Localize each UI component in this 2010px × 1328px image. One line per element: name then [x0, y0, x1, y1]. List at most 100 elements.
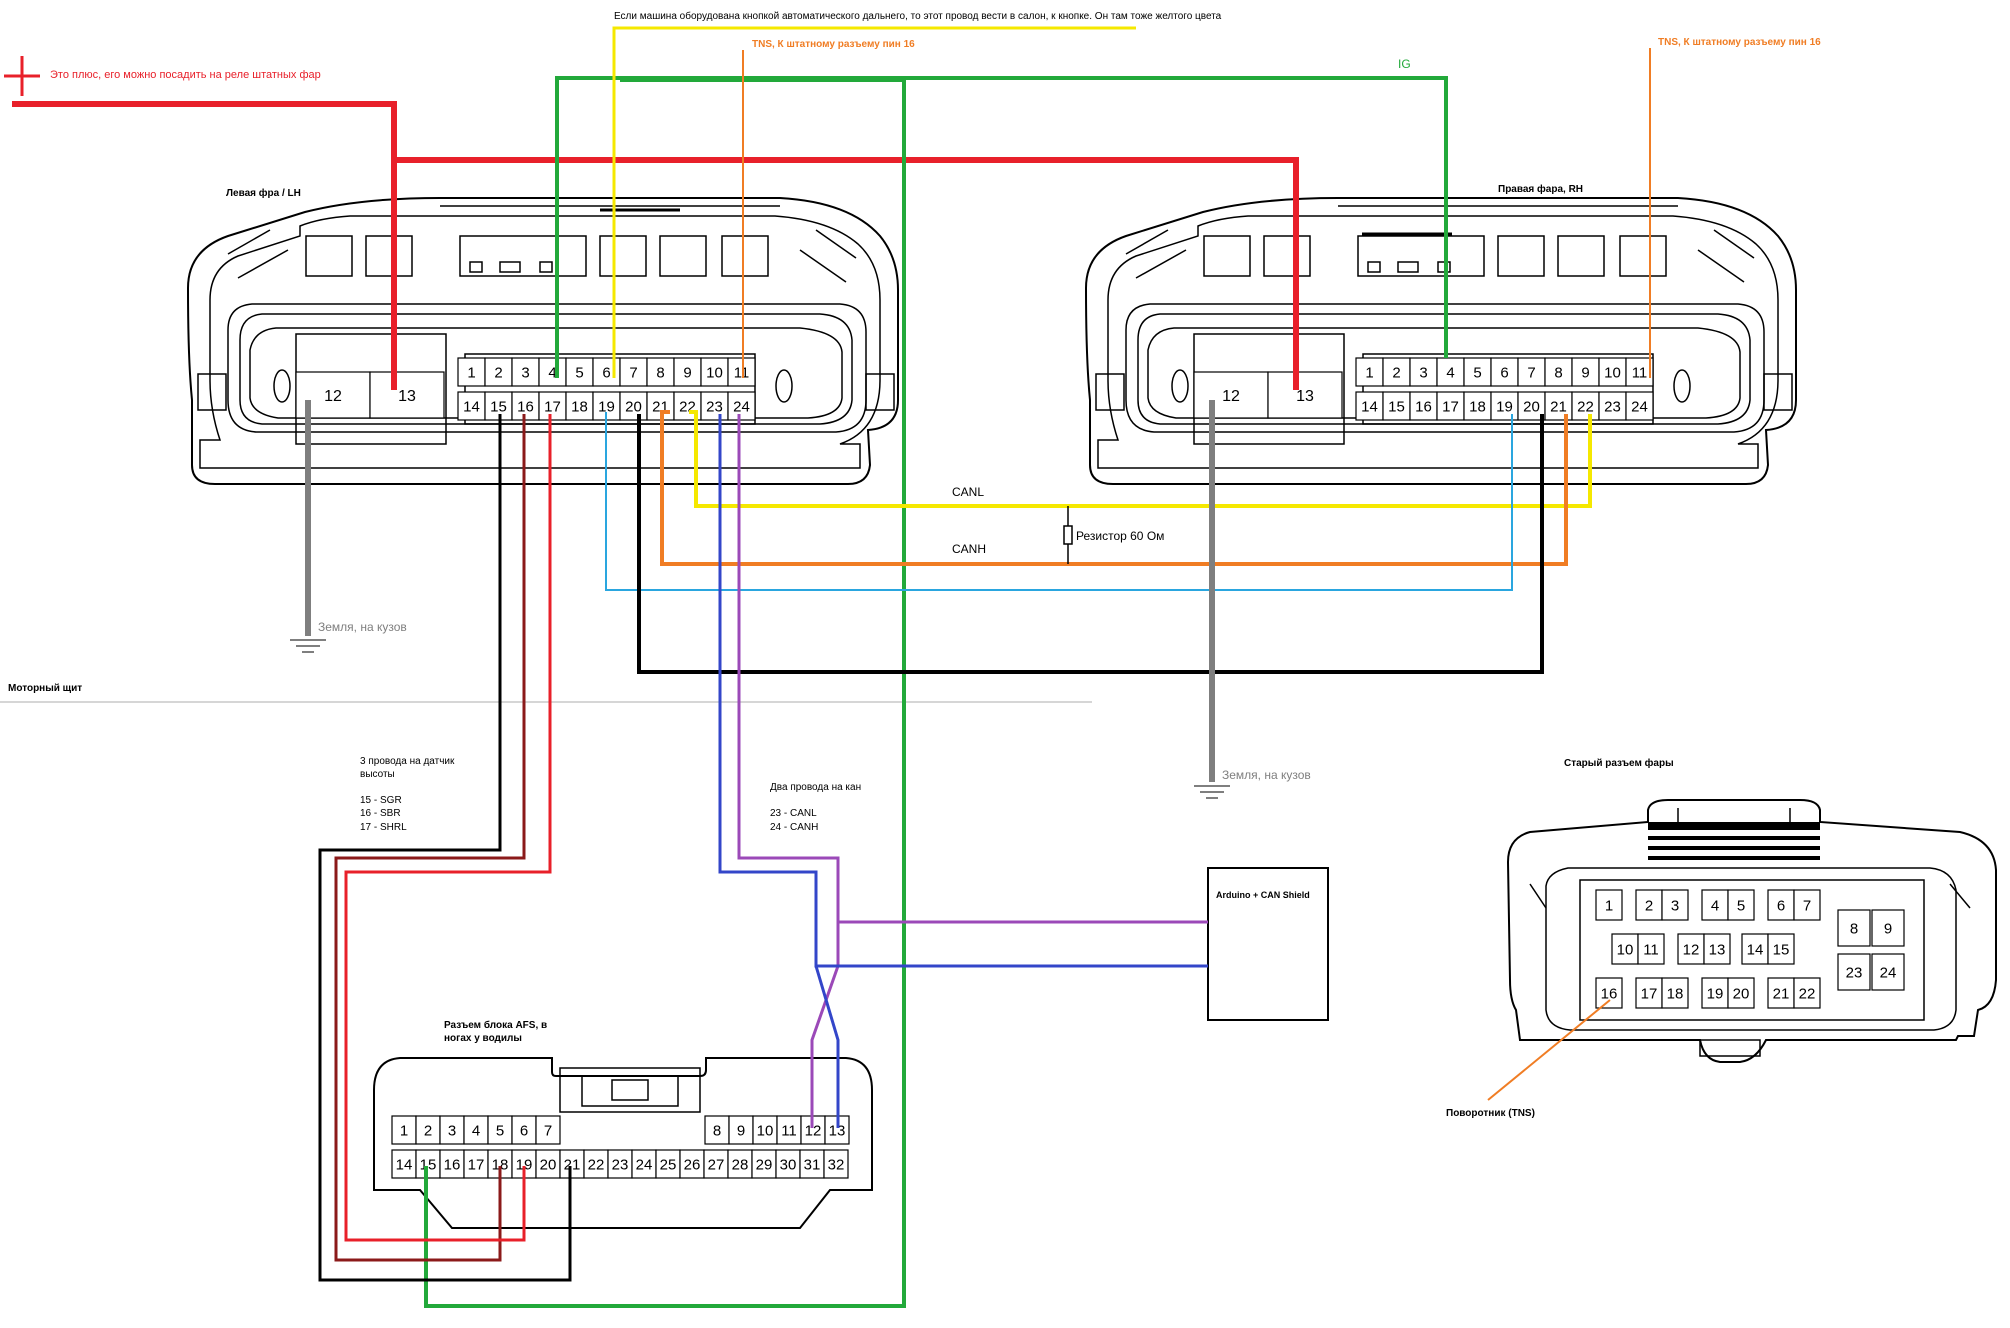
lh-pin-23-label: 23 — [706, 398, 723, 415]
afs-pin-14-label: 14 — [396, 1156, 413, 1173]
lh-pin-13-box — [369, 371, 445, 419]
rh-pin-23-box — [1598, 391, 1627, 421]
old-headlight-connector — [1506, 799, 1997, 1063]
lh-pin-8-box — [646, 357, 675, 387]
old-pin-21: 21 — [1767, 977, 1795, 1009]
afs-pin-7-label: 7 — [544, 1122, 552, 1139]
right-headlight-title: Правая фара, RH — [1498, 183, 1583, 195]
afs-pin-23-label: 23 — [612, 1156, 629, 1173]
rh-pin-8-label: 8 — [1554, 364, 1562, 381]
rh-pin-22-label: 22 — [1577, 398, 1594, 415]
afs-pin-20: 20 — [535, 1149, 561, 1179]
rh-pin-14-label: 14 — [1361, 398, 1378, 415]
rh-pin-3-box — [1409, 357, 1438, 387]
rh-pin-6-label: 6 — [1500, 364, 1508, 381]
rh-pin-15-label: 15 — [1388, 398, 1405, 415]
highbeam-note: Если машина оборудована кнопкой автомати… — [614, 10, 1222, 22]
power-wire-right — [394, 157, 1299, 390]
old-pin-24: 24 — [1871, 953, 1905, 991]
rh-pin-2: 2 — [1382, 357, 1411, 387]
old-pin-22-label: 22 — [1799, 985, 1816, 1002]
old-pin-9-box — [1871, 909, 1905, 947]
lh-pin-24-label: 24 — [733, 398, 750, 415]
afs-pin-13-label: 13 — [829, 1122, 846, 1139]
afs-pin-5-label: 5 — [496, 1122, 504, 1139]
rh-pin-12-label: 12 — [1222, 388, 1240, 405]
rh-pin-16-box — [1409, 391, 1438, 421]
afs-pin-6-box — [511, 1115, 537, 1145]
lh-pin-9: 9 — [673, 357, 702, 387]
old-pin-10: 10 — [1611, 933, 1639, 965]
canl-wire — [689, 410, 1592, 508]
pin20-wire — [637, 414, 1544, 674]
lh-pin-6-label: 6 — [602, 364, 610, 381]
afs-pin-5: 5 — [487, 1115, 513, 1145]
lh-pin-1-label: 1 — [467, 364, 475, 381]
old-pin-2: 2 — [1635, 889, 1663, 921]
afs-pin-31-label: 31 — [804, 1156, 821, 1173]
afs-pin-8-box — [704, 1115, 730, 1145]
can-wires-pin-1: 23 - CANL — [770, 808, 817, 819]
canh-wire — [660, 410, 1568, 566]
afs-title-line2: ногах у водилы — [444, 1033, 522, 1044]
old-connector-title: Старый разъем фары — [1564, 757, 1674, 769]
lh-pin-4-box — [538, 357, 567, 387]
rh-pin-3: 3 — [1409, 357, 1438, 387]
afs-pin-24-label: 24 — [636, 1156, 653, 1173]
rh-pin-7: 7 — [1517, 357, 1546, 387]
old-pin-3-box — [1661, 889, 1689, 921]
afs-connector — [373, 1057, 873, 1229]
afs-pin-21-label: 21 — [564, 1156, 581, 1173]
can-wires-title: Два провода на кан — [770, 782, 861, 793]
afs-pin-22: 22 — [583, 1149, 609, 1179]
old-pin-3-label: 3 — [1671, 897, 1679, 914]
old-pin-23: 23 — [1837, 953, 1871, 991]
afs-pin-31: 31 — [799, 1149, 825, 1179]
old-pin-17-label: 17 — [1641, 985, 1658, 1002]
rh-pin-1: 1 — [1355, 357, 1384, 387]
rh-pin-5-label: 5 — [1473, 364, 1481, 381]
old-pin-24-box — [1871, 953, 1905, 991]
old-pin-8-box — [1837, 909, 1871, 947]
afs-pin-1: 1 — [391, 1115, 417, 1145]
lh-pin-15-label: 15 — [490, 398, 507, 415]
rh-pin-21-box — [1544, 391, 1573, 421]
lh-pin-19-label: 19 — [598, 398, 615, 415]
ground-label-left: Земля, на кузов — [318, 620, 407, 634]
power-wire — [12, 101, 397, 390]
lh-pin-10-box — [700, 357, 729, 387]
lh-pin-24-box — [727, 391, 756, 421]
height-sensor-pin-1: 15 - SGR — [360, 795, 402, 806]
rh-pin-17-label: 17 — [1442, 398, 1459, 415]
old-pin-16: 16 — [1595, 977, 1623, 1009]
rh-pin-12: 12 — [1193, 371, 1269, 419]
afs-pin-8-label: 8 — [713, 1122, 721, 1139]
rh-pin-21: 21 — [1544, 391, 1573, 421]
tns-note-right: TNS, К штатному разъему пин 16 — [1658, 37, 1821, 48]
old-pin-21-label: 21 — [1773, 985, 1790, 1002]
old-pin-7-label: 7 — [1803, 897, 1811, 914]
wires — [12, 26, 1651, 1308]
afs-pin-20-label: 20 — [540, 1156, 557, 1173]
old-pin-6-label: 6 — [1777, 897, 1785, 914]
highbeam-wire — [612, 26, 1136, 378]
afs-pin-32-box — [823, 1149, 849, 1179]
old-pin-19-label: 19 — [1707, 985, 1724, 1002]
afs-pin-21: 21 — [559, 1149, 585, 1179]
ground-label-right: Земля, на кузов — [1222, 768, 1311, 782]
afs-pin-9-label: 9 — [737, 1122, 745, 1139]
lh-pin-1: 1 — [457, 357, 486, 387]
lh-pin-11-box — [727, 357, 756, 387]
lh-pin-2-label: 2 — [494, 364, 502, 381]
lh-pin-11: 11 — [727, 357, 756, 387]
afs-pin-1-label: 1 — [400, 1122, 408, 1139]
afs-pin-11-label: 11 — [781, 1122, 797, 1139]
afs-pin-16-box — [439, 1149, 465, 1179]
rh-pin-11: 11 — [1625, 357, 1654, 387]
resistor-label: Резистор 60 Ом — [1076, 529, 1164, 543]
rh-pin-1-label: 1 — [1365, 364, 1373, 381]
afs-pin-22-box — [583, 1149, 609, 1179]
afs-pin-4-label: 4 — [472, 1122, 480, 1139]
afs-pin-3-box — [439, 1115, 465, 1145]
old-pin-11: 11 — [1637, 933, 1665, 965]
